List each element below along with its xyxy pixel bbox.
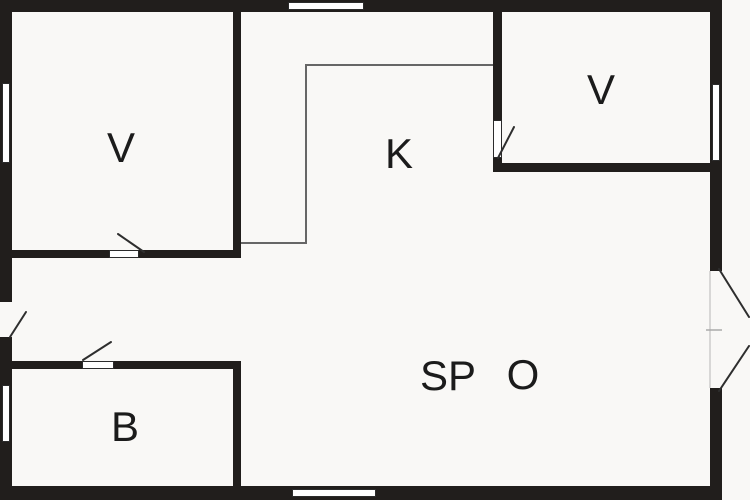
room-label-v-top-left: V	[106, 124, 136, 171]
wall-bathroom-right	[233, 361, 241, 500]
room-label-kitchen: K	[384, 130, 414, 177]
vroom2-door-leaf	[493, 120, 502, 158]
vroom-door-leaf	[109, 250, 139, 258]
window-top	[288, 2, 364, 10]
entry-door-swing	[9, 311, 27, 338]
wall-vroom-right	[233, 12, 241, 258]
room-label-living-o: O	[506, 351, 540, 398]
bathroom-door-swing	[82, 341, 112, 361]
window-left-top	[2, 83, 10, 163]
window-right	[712, 84, 720, 161]
patio-door-swing-top	[718, 268, 750, 318]
bathroom-door-leaf	[82, 361, 114, 369]
wall-vroom2-bottom	[493, 163, 722, 172]
room-label-bathroom: B	[110, 403, 140, 450]
patio-door-opening	[710, 271, 722, 388]
entry-door-opening	[0, 302, 12, 337]
patio-door-swing-bottom	[718, 345, 750, 392]
window-bottom	[292, 489, 376, 497]
wall-vroom2-left	[493, 12, 502, 172]
window-left-bottom	[2, 385, 10, 442]
kitchen-boundary-line	[241, 64, 493, 244]
wall-bathroom-top	[0, 361, 241, 369]
room-label-v-top-right: V	[586, 66, 616, 113]
wall-outer-right	[710, 0, 722, 500]
room-label-living-sp: SP	[419, 352, 477, 399]
